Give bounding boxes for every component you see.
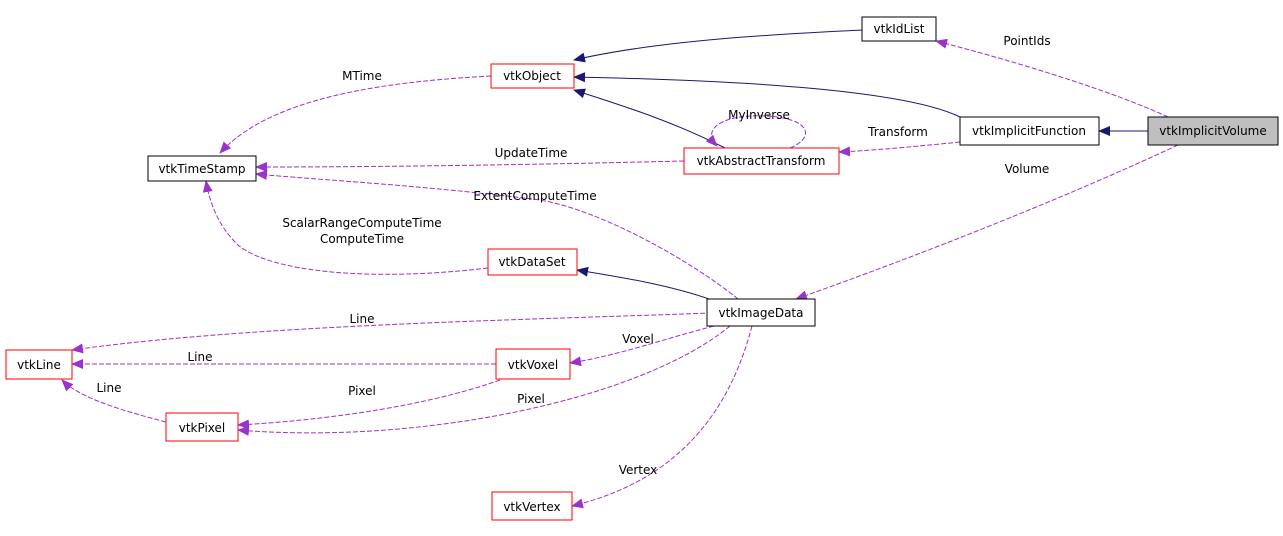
edge-imagedata-to-voxel <box>569 325 715 367</box>
edge-implicitvolume-to-imagedata <box>795 144 1179 301</box>
edge-label-line-voxel: Line <box>187 350 212 364</box>
edge-implicitfunction-to-abstracttransform <box>838 141 961 157</box>
node-vtkpixel[interactable]: vtkPixel <box>165 412 239 442</box>
node-vtkimplicitfunction[interactable]: vtkImplicitFunction <box>959 116 1100 146</box>
node-vtkidlist[interactable]: vtkIdList <box>861 16 937 42</box>
node-vtkimagedata[interactable]: vtkImageData <box>706 298 816 327</box>
edge-label-pointids: PointIds <box>1003 34 1050 48</box>
edge-label-volume: Volume <box>1005 162 1050 176</box>
node-vtkimplicitvolume[interactable]: vtkImplicitVolume <box>1147 116 1279 146</box>
svg-text:vtkImageData: vtkImageData <box>719 306 804 320</box>
edge-implicitvolume-to-idlist <box>935 38 1169 118</box>
edge-abstracttransform-to-timestamp <box>255 160 685 172</box>
edge-label-voxel: Voxel <box>622 332 654 346</box>
edge-label-transform: Transform <box>867 125 928 139</box>
edge-idlist-to-object <box>573 29 863 63</box>
edge-label-myinverse: MyInverse <box>728 108 790 122</box>
svg-text:vtkVoxel: vtkVoxel <box>508 358 558 372</box>
edge-imagedata-to-line <box>71 312 713 354</box>
node-vtkvertex[interactable]: vtkVertex <box>491 491 573 521</box>
svg-text:vtkAbstractTransform: vtkAbstractTransform <box>697 154 826 168</box>
node-vtkdataset[interactable]: vtkDataSet <box>487 248 578 276</box>
edge-object-to-timestamp <box>219 75 492 154</box>
node-vtkobject[interactable]: vtkObject <box>490 63 575 89</box>
edge-label-line-pixel: Line <box>96 381 121 395</box>
edge-implicitfunction-to-object <box>573 72 961 118</box>
edge-label-vertex: Vertex <box>619 463 658 477</box>
edge-label-updatetime: UpdateTime <box>495 146 568 160</box>
edge-abstracttransform-self <box>705 115 807 149</box>
node-vtkvoxel[interactable]: vtkVoxel <box>495 348 571 380</box>
svg-text:vtkLine: vtkLine <box>17 358 61 372</box>
svg-text:vtkDataSet: vtkDataSet <box>498 255 565 269</box>
svg-text:vtkImplicitFunction: vtkImplicitFunction <box>972 124 1086 138</box>
edge-label-extentcomputetime: ExtentComputeTime <box>473 189 596 203</box>
node-vtktimestamp[interactable]: vtkTimeStamp <box>147 155 257 182</box>
edge-abstracttransform-to-object <box>573 88 726 149</box>
svg-text:vtkImplicitVolume: vtkImplicitVolume <box>1159 124 1267 138</box>
svg-text:vtkObject: vtkObject <box>503 69 561 83</box>
node-vtkline[interactable]: vtkLine <box>5 349 73 380</box>
edge-imagedata-to-vertex <box>571 325 753 509</box>
edge-dataset-to-timestamp <box>202 180 489 275</box>
edge-label-line-imagedata: Line <box>349 312 374 326</box>
edge-imagedata-to-pixel <box>237 325 731 436</box>
edge-pixel-to-line <box>61 379 167 423</box>
edge-label-mtime: MTime <box>342 69 382 83</box>
edge-imagedata-to-dataset <box>576 266 713 301</box>
edge-label-pixel-voxel: Pixel <box>348 384 376 398</box>
svg-text:vtkPixel: vtkPixel <box>179 421 226 435</box>
svg-text:vtkVertex: vtkVertex <box>503 500 560 514</box>
svg-text:vtkIdList: vtkIdList <box>874 22 925 36</box>
edge-voxel-to-pixel <box>237 379 501 430</box>
node-vtkabstracttransform[interactable]: vtkAbstractTransform <box>683 147 840 175</box>
svg-text:vtkTimeStamp: vtkTimeStamp <box>158 162 245 176</box>
edge-label-computetime: ComputeTime <box>320 232 404 246</box>
edge-label-scalarrangecomputetime: ScalarRangeComputeTime <box>282 216 441 230</box>
edge-label-pixel-imagedata: Pixel <box>517 392 545 406</box>
